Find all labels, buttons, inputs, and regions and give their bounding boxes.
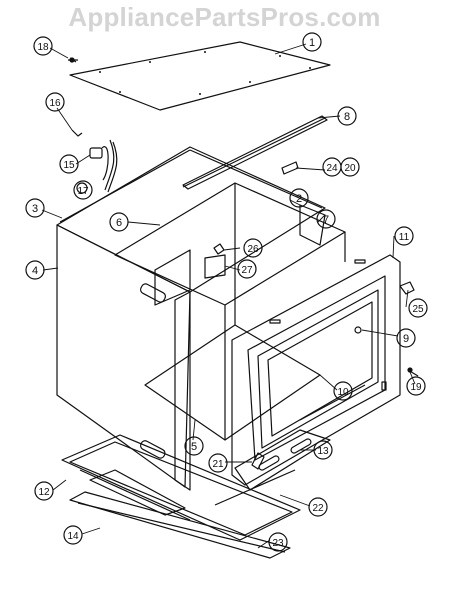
- callout-15: 15: [59, 154, 79, 174]
- callout-8: 8: [337, 106, 357, 126]
- svg-text:3: 3: [32, 203, 38, 215]
- hardware-parts: [68, 57, 419, 470]
- callout-14: 14: [63, 525, 83, 545]
- svg-text:26: 26: [247, 244, 259, 255]
- leader-lines: [41, 43, 416, 549]
- callout-6: 6: [109, 212, 129, 232]
- callout-3: 3: [25, 198, 45, 218]
- base-rail: [69, 469, 291, 559]
- callout-17: 17: [73, 180, 93, 200]
- front-door-frame: [231, 254, 401, 486]
- callout-18: 18: [33, 36, 53, 56]
- svg-text:16: 16: [49, 98, 61, 109]
- svg-text:27: 27: [241, 265, 253, 276]
- callout-13: 13: [313, 440, 333, 460]
- callout-24: 24: [322, 157, 342, 177]
- callout-11: 11: [394, 226, 414, 246]
- svg-text:1: 1: [309, 37, 315, 49]
- svg-text:22: 22: [312, 503, 324, 514]
- callout-26: 26: [243, 238, 263, 258]
- callout-10: 10: [333, 381, 353, 401]
- top-panel: [69, 41, 331, 111]
- svg-text:5: 5: [191, 441, 197, 453]
- svg-text:9: 9: [403, 333, 409, 345]
- base-pan: [61, 434, 301, 541]
- svg-text:20: 20: [344, 163, 356, 174]
- svg-text:24: 24: [326, 163, 338, 174]
- svg-text:21: 21: [212, 459, 224, 470]
- svg-text:15: 15: [63, 160, 75, 171]
- top-front-rail: [182, 115, 328, 190]
- callout-19: 19: [406, 376, 426, 396]
- bottom-front-trim: [234, 429, 331, 491]
- callout-16: 16: [45, 92, 65, 112]
- svg-text:11: 11: [399, 232, 410, 243]
- svg-text:18: 18: [37, 42, 49, 53]
- svg-text:4: 4: [32, 265, 38, 277]
- callout-2: 2: [289, 188, 309, 208]
- callout-7: 7: [316, 209, 336, 229]
- svg-text:13: 13: [317, 446, 329, 457]
- callout-12: 12: [34, 481, 54, 501]
- callout-20: 20: [340, 157, 360, 177]
- svg-text:2: 2: [296, 193, 302, 205]
- svg-text:14: 14: [67, 531, 79, 542]
- svg-text:17: 17: [77, 186, 89, 197]
- callout-4: 4: [25, 260, 45, 280]
- svg-text:19: 19: [410, 382, 422, 393]
- callout-27: 27: [237, 259, 257, 279]
- callout-23: 23: [268, 532, 288, 552]
- svg-text:23: 23: [272, 538, 284, 549]
- svg-text:7: 7: [323, 214, 329, 226]
- callout-5: 5: [184, 436, 204, 456]
- svg-text:6: 6: [116, 217, 122, 229]
- svg-text:12: 12: [38, 487, 50, 498]
- svg-text:25: 25: [412, 304, 424, 315]
- callout-21: 21: [208, 453, 228, 473]
- callout-1: 1: [302, 32, 322, 52]
- watermark-text: AppliancePartsPros.com: [68, 2, 381, 32]
- callout-25: 25: [408, 298, 428, 318]
- callout-22: 22: [308, 497, 328, 517]
- svg-text:8: 8: [344, 111, 350, 123]
- oven-liner-box: [114, 182, 346, 491]
- callout-9: 9: [396, 328, 416, 348]
- svg-text:10: 10: [337, 387, 349, 398]
